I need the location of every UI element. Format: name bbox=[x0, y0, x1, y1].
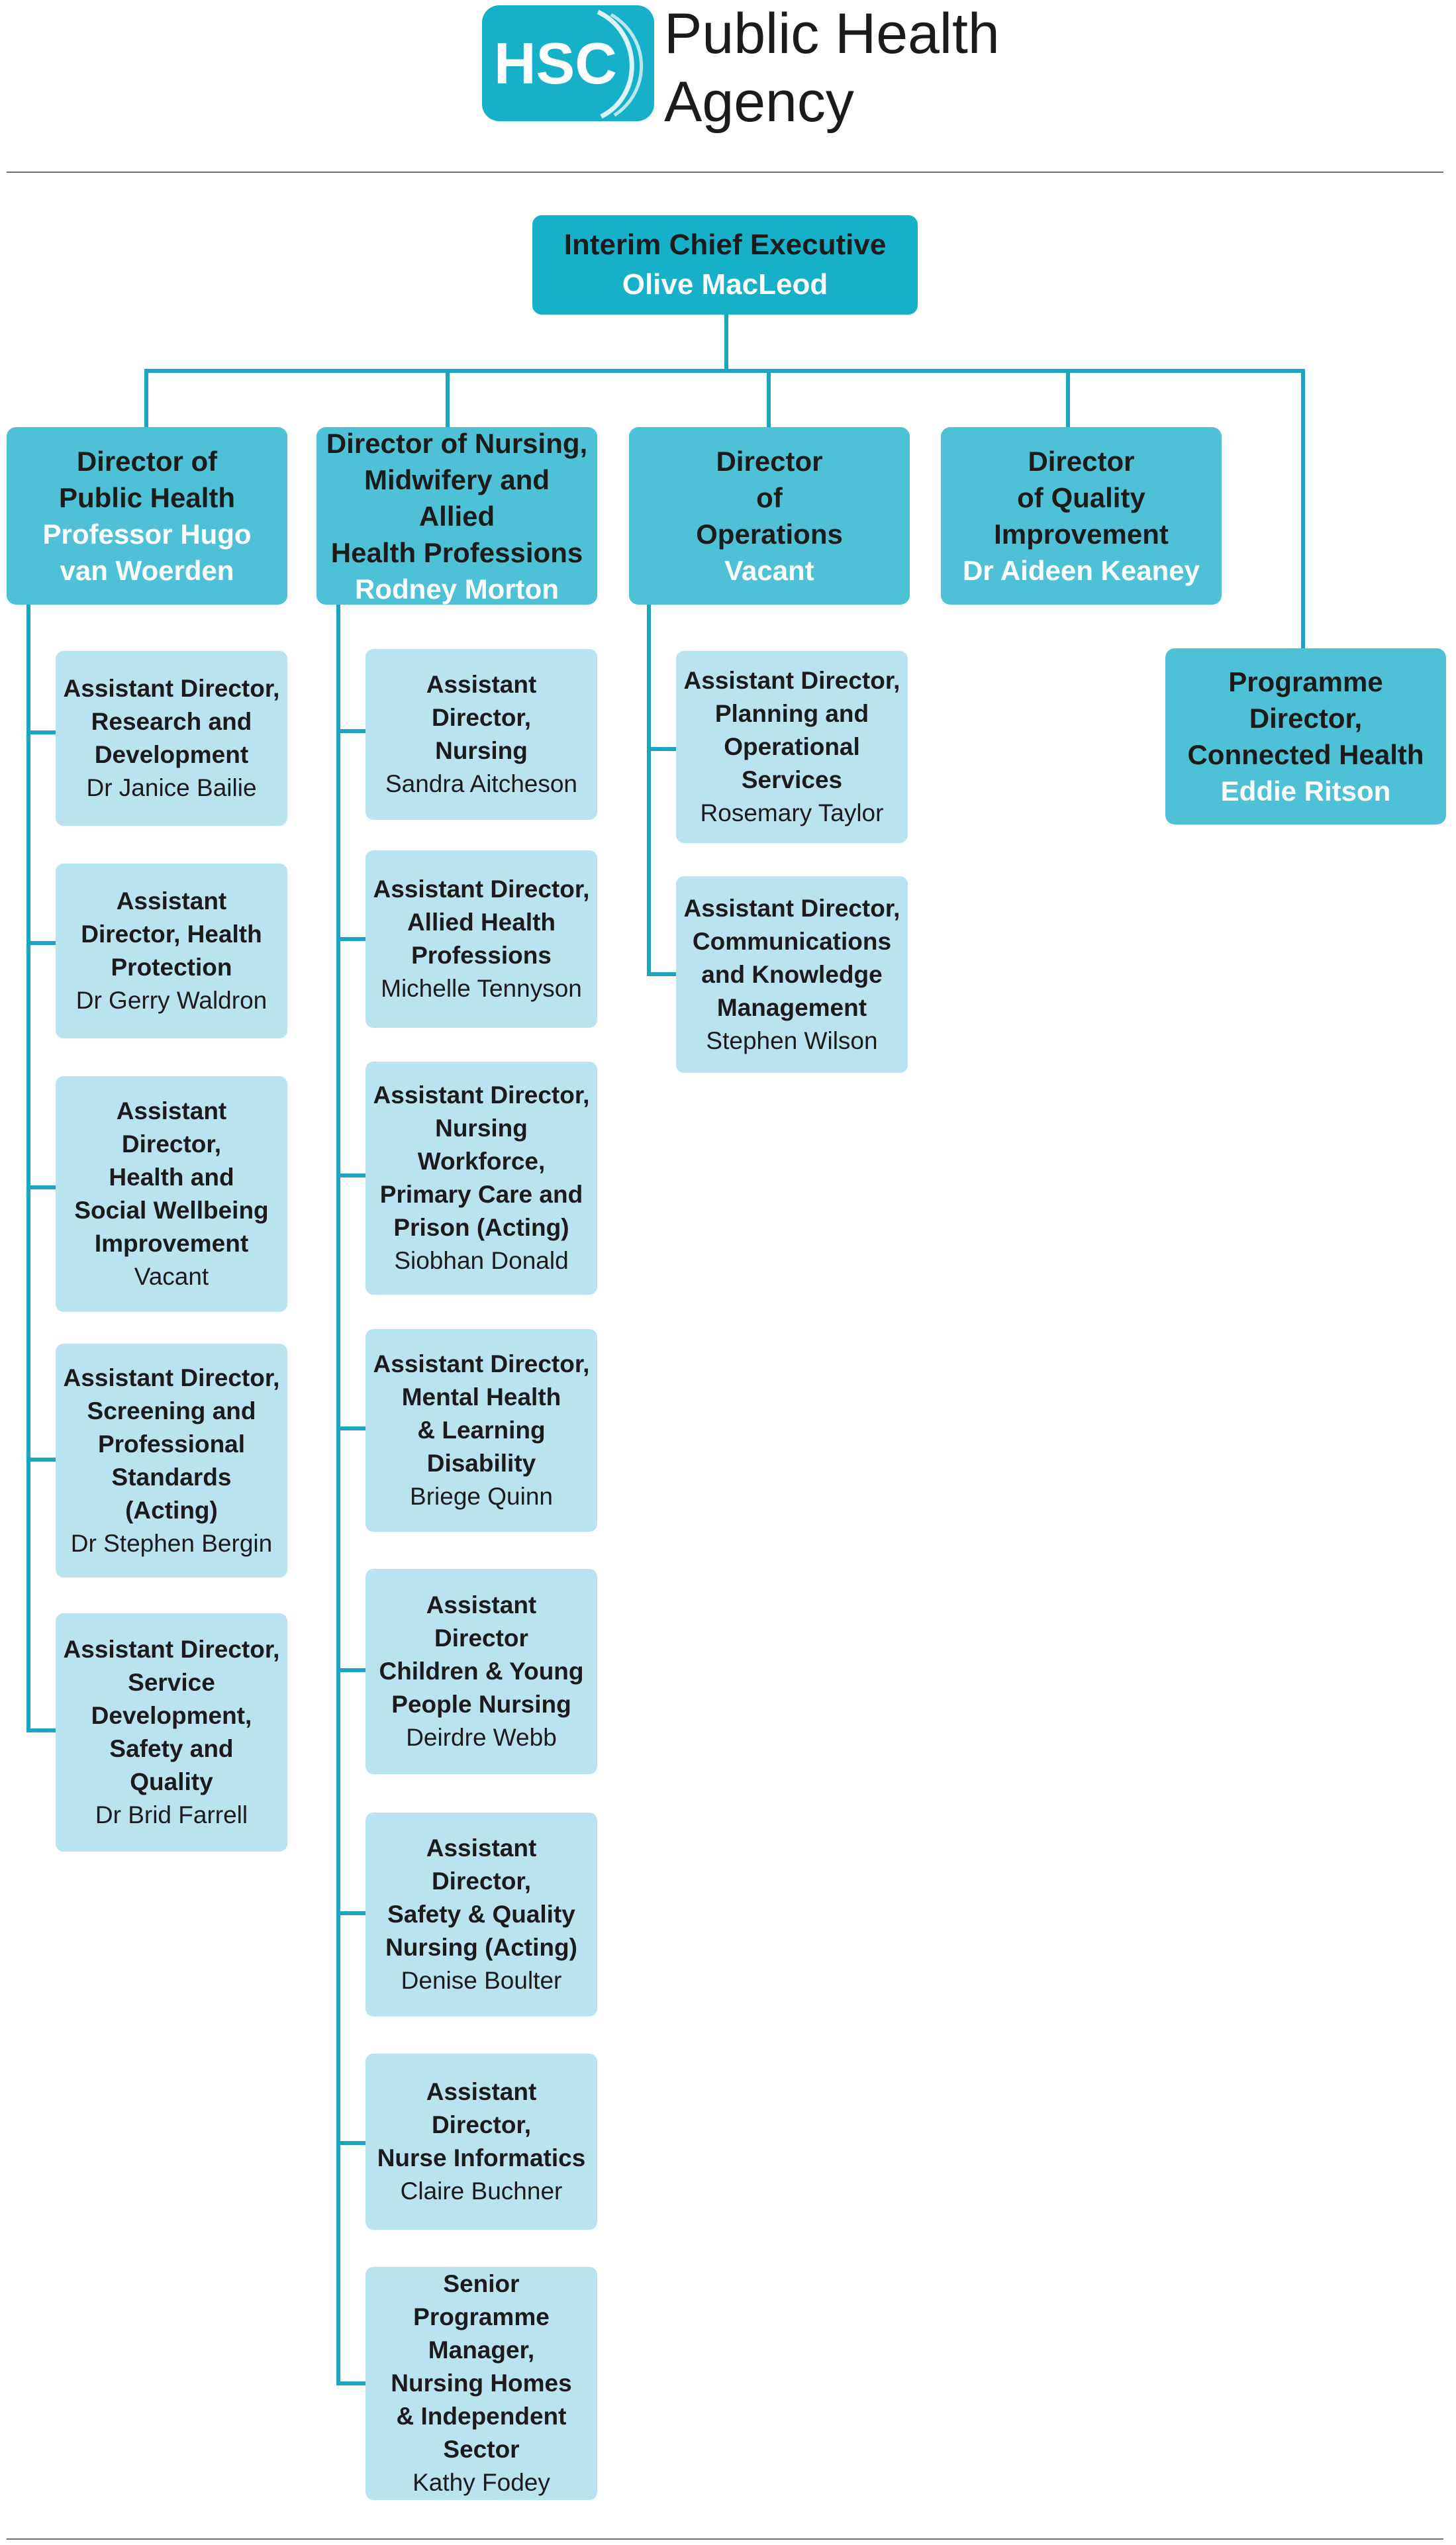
role-title: Assistant Director, Communications and K… bbox=[683, 894, 900, 1021]
assistant-director-box: Assistant Director, Safety & Quality Nur… bbox=[365, 1813, 597, 2017]
director-name: Rodney Morton bbox=[355, 573, 559, 605]
person-name: Vacant bbox=[134, 1263, 209, 1290]
role-title: Assistant Director, Allied Health Profes… bbox=[373, 875, 590, 969]
programme-director-name: Eddie Ritson bbox=[1220, 775, 1391, 807]
person-name: Rosemary Taylor bbox=[700, 799, 884, 826]
assistant-director-box: Assistant Director, Screening and Profes… bbox=[56, 1344, 287, 1577]
role-title: Assistant Director, Planning and Operati… bbox=[683, 667, 900, 793]
director-title: Director of Operations bbox=[696, 446, 843, 550]
programme-director-title: Programme Director, Connected Health bbox=[1187, 666, 1424, 770]
assistant-director-box: Assistant Director, Mental Health & Lear… bbox=[365, 1329, 597, 1532]
hsc-logo: HSC bbox=[482, 5, 654, 121]
role-title: Assistant Director, Health and Social We… bbox=[74, 1097, 269, 1257]
ceo-title: Interim Chief Executive bbox=[563, 228, 887, 261]
programme-director-box: Programme Director, Connected Health Edd… bbox=[1165, 648, 1446, 824]
assistant-director-box: Assistant Director, Health and Social We… bbox=[56, 1076, 287, 1312]
ceo-name: Olive MacLeod bbox=[622, 268, 828, 301]
person-name: Kathy Fodey bbox=[413, 2469, 550, 2496]
assistant-director-box: Assistant Director, Research and Develop… bbox=[56, 651, 287, 826]
person-name: Denise Boulter bbox=[401, 1967, 562, 1994]
director-title: Director of Nursing, Midwifery and Allie… bbox=[326, 427, 588, 568]
role-title: Senior Programme Manager, Nursing Homes … bbox=[391, 2270, 572, 2463]
person-name: Dr Janice Bailie bbox=[86, 774, 257, 801]
role-title: Assistant Director, Health Protection bbox=[81, 887, 262, 981]
person-name: Briege Quinn bbox=[410, 1483, 553, 1510]
director-nursing: Director of Nursing, Midwifery and Allie… bbox=[316, 427, 597, 605]
director-quality-improvement: Director of Quality Improvement Dr Aidee… bbox=[941, 427, 1222, 605]
person-name: Dr Gerry Waldron bbox=[75, 987, 267, 1014]
person-name: Stephen Wilson bbox=[706, 1026, 878, 1054]
person-name: Michelle Tennyson bbox=[381, 975, 582, 1002]
director-operations: Director of Operations Vacant bbox=[629, 427, 910, 605]
assistant-director-box: Assistant Director, Planning and Operati… bbox=[676, 651, 908, 843]
role-title: Assistant Director Children & Young Peop… bbox=[379, 1591, 584, 1718]
director-name: Dr Aideen Keaney bbox=[963, 555, 1200, 586]
role-title: Assistant Director, Mental Health & Lear… bbox=[373, 1350, 590, 1477]
ceo-box: Interim Chief Executive Olive MacLeod bbox=[532, 215, 918, 315]
bottom-divider bbox=[7, 2538, 1443, 2540]
assistant-director-box: Assistant Director, Nursing Sandra Aitch… bbox=[365, 649, 597, 820]
person-name: Sandra Aitcheson bbox=[385, 770, 578, 797]
person-name: Claire Buchner bbox=[400, 2177, 563, 2205]
role-title: Assistant Director, Screening and Profes… bbox=[63, 1364, 280, 1524]
director-name: Vacant bbox=[724, 555, 814, 586]
role-title: Assistant Director, Research and Develop… bbox=[63, 675, 280, 768]
role-title: Assistant Director, Service Development,… bbox=[63, 1636, 280, 1795]
top-divider bbox=[7, 172, 1443, 173]
assistant-director-box: Assistant Director, Communications and K… bbox=[676, 876, 908, 1073]
assistant-director-box: Senior Programme Manager, Nursing Homes … bbox=[365, 2267, 597, 2500]
director-title: Director of Public Health bbox=[58, 446, 236, 513]
person-name: Deirdre Webb bbox=[406, 1724, 557, 1751]
assistant-director-box: Assistant Director, Nurse Informatics Cl… bbox=[365, 2054, 597, 2230]
role-title: Assistant Director, Nursing Workforce, P… bbox=[373, 1081, 590, 1241]
director-name: Professor Hugo van Woerden bbox=[42, 519, 252, 586]
assistant-director-box: Assistant Director, Service Development,… bbox=[56, 1613, 287, 1852]
assistant-director-box: Assistant Director, Health Protection Dr… bbox=[56, 864, 287, 1038]
person-name: Dr Brid Farrell bbox=[95, 1801, 248, 1828]
director-public-health: Director of Public Health Professor Hugo… bbox=[7, 427, 287, 605]
role-title: Assistant Director, Nurse Informatics bbox=[377, 2078, 586, 2171]
agency-name: Public Health Agency bbox=[664, 2, 1000, 134]
assistant-director-box: Assistant Director, Allied Health Profes… bbox=[365, 850, 597, 1028]
role-title: Assistant Director, Safety & Quality Nur… bbox=[385, 1834, 577, 1961]
hsc-logo-mark-icon: HSC bbox=[482, 5, 654, 121]
director-title: Director of Quality Improvement bbox=[994, 446, 1169, 550]
person-name: Dr Stephen Bergin bbox=[70, 1529, 273, 1557]
assistant-director-box: Assistant Director Children & Young Peop… bbox=[365, 1569, 597, 1774]
assistant-director-box: Assistant Director, Nursing Workforce, P… bbox=[365, 1062, 597, 1295]
logo-mark-text: HSC bbox=[494, 30, 617, 96]
role-title: Assistant Director, Nursing bbox=[426, 671, 537, 764]
person-name: Siobhan Donald bbox=[394, 1247, 569, 1274]
